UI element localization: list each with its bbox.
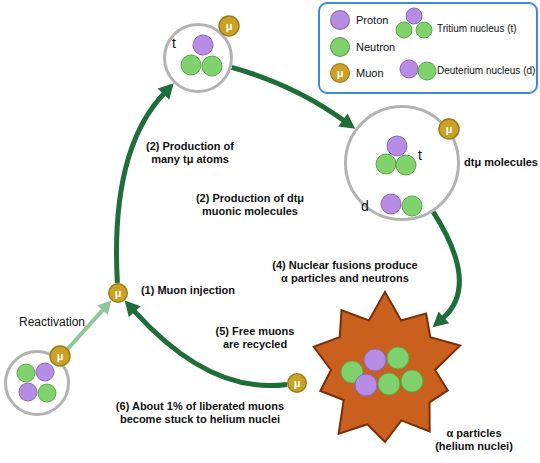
- nucleus-letter: t: [418, 148, 422, 163]
- arrow-heads: [125, 300, 141, 317]
- node-heading: α particles (helium nuclei): [432, 427, 517, 453]
- arrow-heads: [433, 311, 450, 327]
- arrow-head: [97, 300, 111, 314]
- fusion-burst-outline: [305, 290, 465, 450]
- arrow-line: [232, 67, 344, 120]
- reactivation-circle: μ: [4, 350, 70, 416]
- free-muon-circle: μ: [287, 373, 307, 393]
- legend-label: Proton: [356, 14, 388, 27]
- node-outline: [6, 352, 69, 415]
- edge-label: (4) Nuclear fusions produce α particles …: [270, 259, 420, 285]
- cycle-arrow: [59, 300, 111, 358]
- legend-label: Deuterium nucleus (d): [437, 65, 535, 77]
- arrow-head: [338, 114, 355, 129]
- legend-swatch: [330, 37, 350, 57]
- cycle-arrow: [117, 83, 174, 283]
- t-mu-atom-circle: tμ: [163, 23, 233, 93]
- muon-injection-circle: μ: [108, 283, 128, 303]
- edge-label: Reactivation: [19, 315, 85, 329]
- legend-swatch: [330, 10, 350, 30]
- legend-label: Tritium nucleus (t): [437, 23, 517, 35]
- muon-symbol-label: μ: [446, 124, 453, 135]
- edge-label: (5) Free muons are recycled: [210, 325, 300, 351]
- node-outline: [165, 25, 232, 92]
- nucleus-letter: t: [172, 36, 176, 51]
- muon-symbol-label: μ: [115, 288, 122, 299]
- arrow-heads: [338, 114, 355, 129]
- muon-symbol: [288, 374, 307, 393]
- edge-label: (2) Production of dtμ muonic molecules: [188, 192, 313, 218]
- legend-label: Muon: [356, 67, 384, 80]
- neutron-symbol: [396, 22, 412, 38]
- arrow-line: [117, 93, 165, 283]
- muon-symbol-label: μ: [294, 378, 301, 389]
- nucleus-letter: d: [361, 199, 369, 214]
- edge-label: (2) Production of many tμ atoms: [135, 140, 245, 166]
- arrow-heads: [158, 83, 174, 99]
- neutron-symbol: [416, 22, 432, 38]
- arrow-head: [125, 300, 141, 317]
- node-outline: [346, 107, 459, 220]
- muon-symbol-label: μ: [337, 68, 344, 79]
- muon-symbol-label: μ: [57, 351, 64, 362]
- step-note: (6) About 1% of liberated muons become s…: [110, 400, 290, 426]
- step-label: (1) Muon injection: [141, 284, 235, 297]
- cycle-arrow: [433, 212, 460, 327]
- legend-box: [318, 2, 538, 94]
- neutron-symbol: [418, 62, 436, 80]
- deuterium-legend-icon: [400, 60, 436, 80]
- muon-symbol: [109, 284, 128, 303]
- arrow-head: [433, 311, 450, 327]
- proton-symbol: [400, 60, 418, 78]
- arrow-heads: [97, 300, 111, 314]
- t-mu-atom-circle-outline: [163, 23, 233, 93]
- arrow-line: [433, 212, 459, 318]
- proton-symbol: [406, 8, 422, 24]
- fusion-burst: α particles (helium nuclei): [305, 290, 465, 450]
- dt-mu-molecule-circle: tdμdtμ molecules: [344, 105, 460, 221]
- tritium-legend-icon: [396, 8, 432, 38]
- arrow-head: [158, 83, 174, 99]
- starburst-outline: [314, 292, 460, 442]
- muon-symbol-label: μ: [226, 21, 233, 32]
- node-heading: dtμ molecules: [464, 156, 538, 169]
- legend-label: Neutron: [356, 41, 395, 54]
